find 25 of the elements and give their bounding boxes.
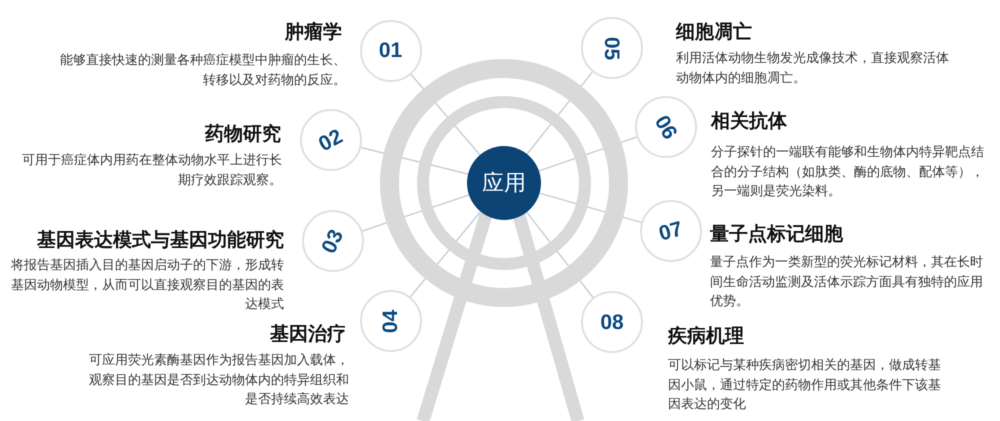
section-heading: 肿瘤学 <box>285 21 342 45</box>
description-text: 可应用荧光素酶基因作为报告基因加入载体，观察目的基因是否到达动物体内的特异组织和是否持续高效表达 <box>88 351 349 408</box>
step-number: 04 <box>380 309 401 333</box>
step-number: 02 <box>316 125 346 155</box>
section-heading: 量子点标记细胞 <box>710 223 843 247</box>
step-number: 08 <box>600 312 624 332</box>
step-number: 05 <box>601 36 622 60</box>
section-heading: 基因治疗 <box>270 323 346 347</box>
step-number: 03 <box>318 226 348 256</box>
section-heading: 疾病机理 <box>668 325 744 349</box>
description-text: 将报告基因插入目的基因启动子的下游，形成转基因动物模型，从而可以直接观察目的基因的表达模式 <box>10 256 284 313</box>
description-text: 量子点作为一类新型的荧光标记材料，其在长时间生命活动监测及活体示踪方面具有独特的应用优势。 <box>710 253 984 310</box>
step-number: 01 <box>378 40 402 61</box>
description-text: 能够直接快速的测量各种癌症模型中肿瘤的生长、转移以及对药物的反应。 <box>59 51 346 88</box>
step-number: 06 <box>651 112 681 142</box>
step-number: 07 <box>657 218 685 244</box>
description-text: 利用活体动物生物发光成像技术，直接观察活体动物体内的细胞凋亡。 <box>676 49 950 86</box>
hub-circle: 应用 <box>467 146 541 220</box>
description-text: 可用于癌症体内用药在整体动物水平上进行长期疗效跟踪观察。 <box>21 151 282 188</box>
description-text: 可以标记与某种疾病密切相关的基因，做成转基因小鼠，通过特定的药物作用或其他条件下该基因表达的变化 <box>668 356 942 413</box>
section-heading: 基因表达模式与基因功能研究 <box>37 229 284 253</box>
section-heading: 药物研究 <box>205 123 281 147</box>
description-text: 分子探针的一端联有能够和生物体内特异靶点结合的分子结构（如肽类、酶的底物、配体等），另一端则是荧光染料。 <box>711 143 985 200</box>
section-heading: 相关抗体 <box>711 110 787 134</box>
section-heading: 细胞凋亡 <box>676 21 752 45</box>
